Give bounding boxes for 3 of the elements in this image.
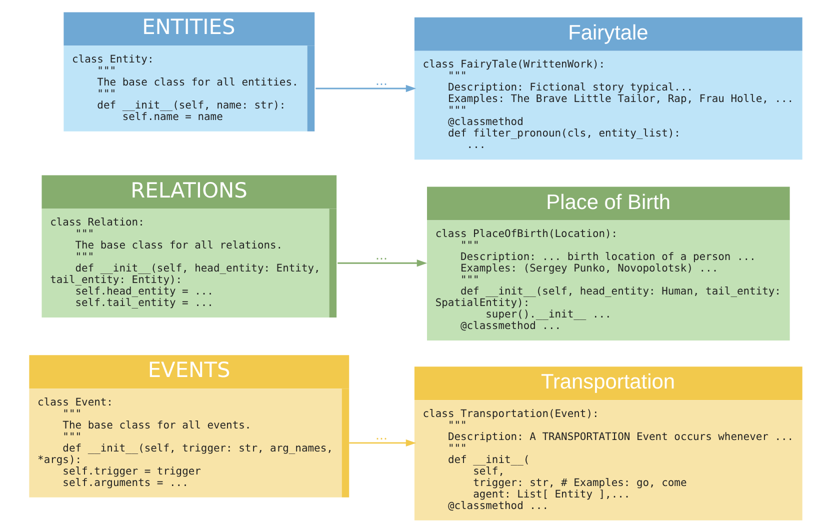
edge-label: ... [375, 72, 387, 88]
edge-label: ... [375, 427, 387, 442]
edge-label: ... [375, 248, 387, 263]
